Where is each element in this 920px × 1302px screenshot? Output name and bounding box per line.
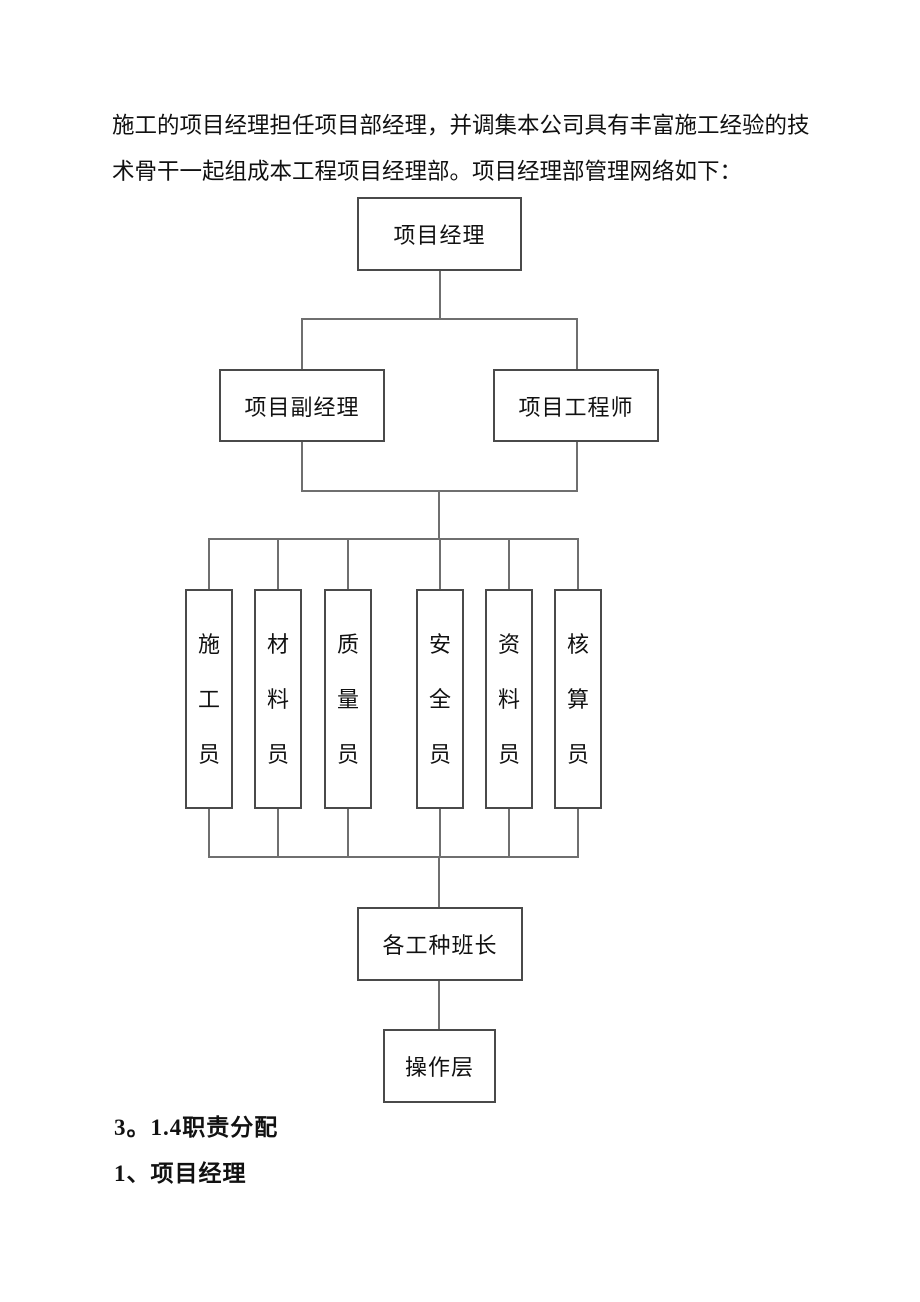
org-node-project-manager: 项目经理 (357, 197, 522, 271)
connector-line (208, 538, 210, 589)
org-node-quality-inspector: 质 量 员 (324, 589, 372, 809)
connector-line (439, 538, 441, 589)
connector-line (347, 538, 349, 589)
org-node-construction-worker: 施 工 员 (185, 589, 233, 809)
connector-line (508, 538, 510, 589)
connector-line (439, 270, 441, 320)
org-node-accounting-clerk: 核 算 员 (554, 589, 602, 809)
connector-line (577, 808, 579, 858)
connector-line (576, 441, 578, 492)
connector-line (508, 808, 510, 858)
connector-line (277, 538, 279, 589)
connector-line (301, 318, 578, 320)
connector-line (301, 318, 303, 370)
connector-line (208, 856, 579, 858)
org-node-safety-officer: 安 全 员 (416, 589, 464, 809)
paragraph-line-2: 术骨干一起组成本工程项目经理部。项目经理部管理网络如下： (112, 158, 743, 184)
intro-paragraph: 施工的项目经理担任项目部经理，并调集本公司具有丰富施工经验的技 术骨干一起组成本… (112, 103, 812, 194)
org-node-material-clerk: 材 料 员 (254, 589, 302, 809)
org-node-foreman: 各工种班长 (357, 907, 523, 981)
org-node-operation-layer: 操作层 (383, 1029, 496, 1103)
paragraph-line-1: 施工的项目经理担任项目部经理，并调集本公司具有丰富施工经验的技 (112, 113, 810, 138)
connector-line (577, 538, 579, 589)
connector-line (208, 538, 579, 540)
connector-line (576, 318, 578, 370)
connector-line (208, 808, 210, 858)
connector-line (438, 856, 440, 907)
org-node-project-engineer: 项目工程师 (493, 369, 659, 442)
section-heading: 3。1.4职责分配 (114, 1115, 279, 1140)
connector-line (438, 490, 440, 540)
org-node-deputy-manager: 项目副经理 (219, 369, 385, 442)
subsection-heading: 1、项目经理 (114, 1161, 247, 1186)
connector-line (277, 808, 279, 858)
connector-line (439, 808, 441, 858)
connector-line (347, 808, 349, 858)
org-node-document-clerk: 资 料 员 (485, 589, 533, 809)
connector-line (301, 441, 303, 492)
connector-line (438, 980, 440, 1030)
